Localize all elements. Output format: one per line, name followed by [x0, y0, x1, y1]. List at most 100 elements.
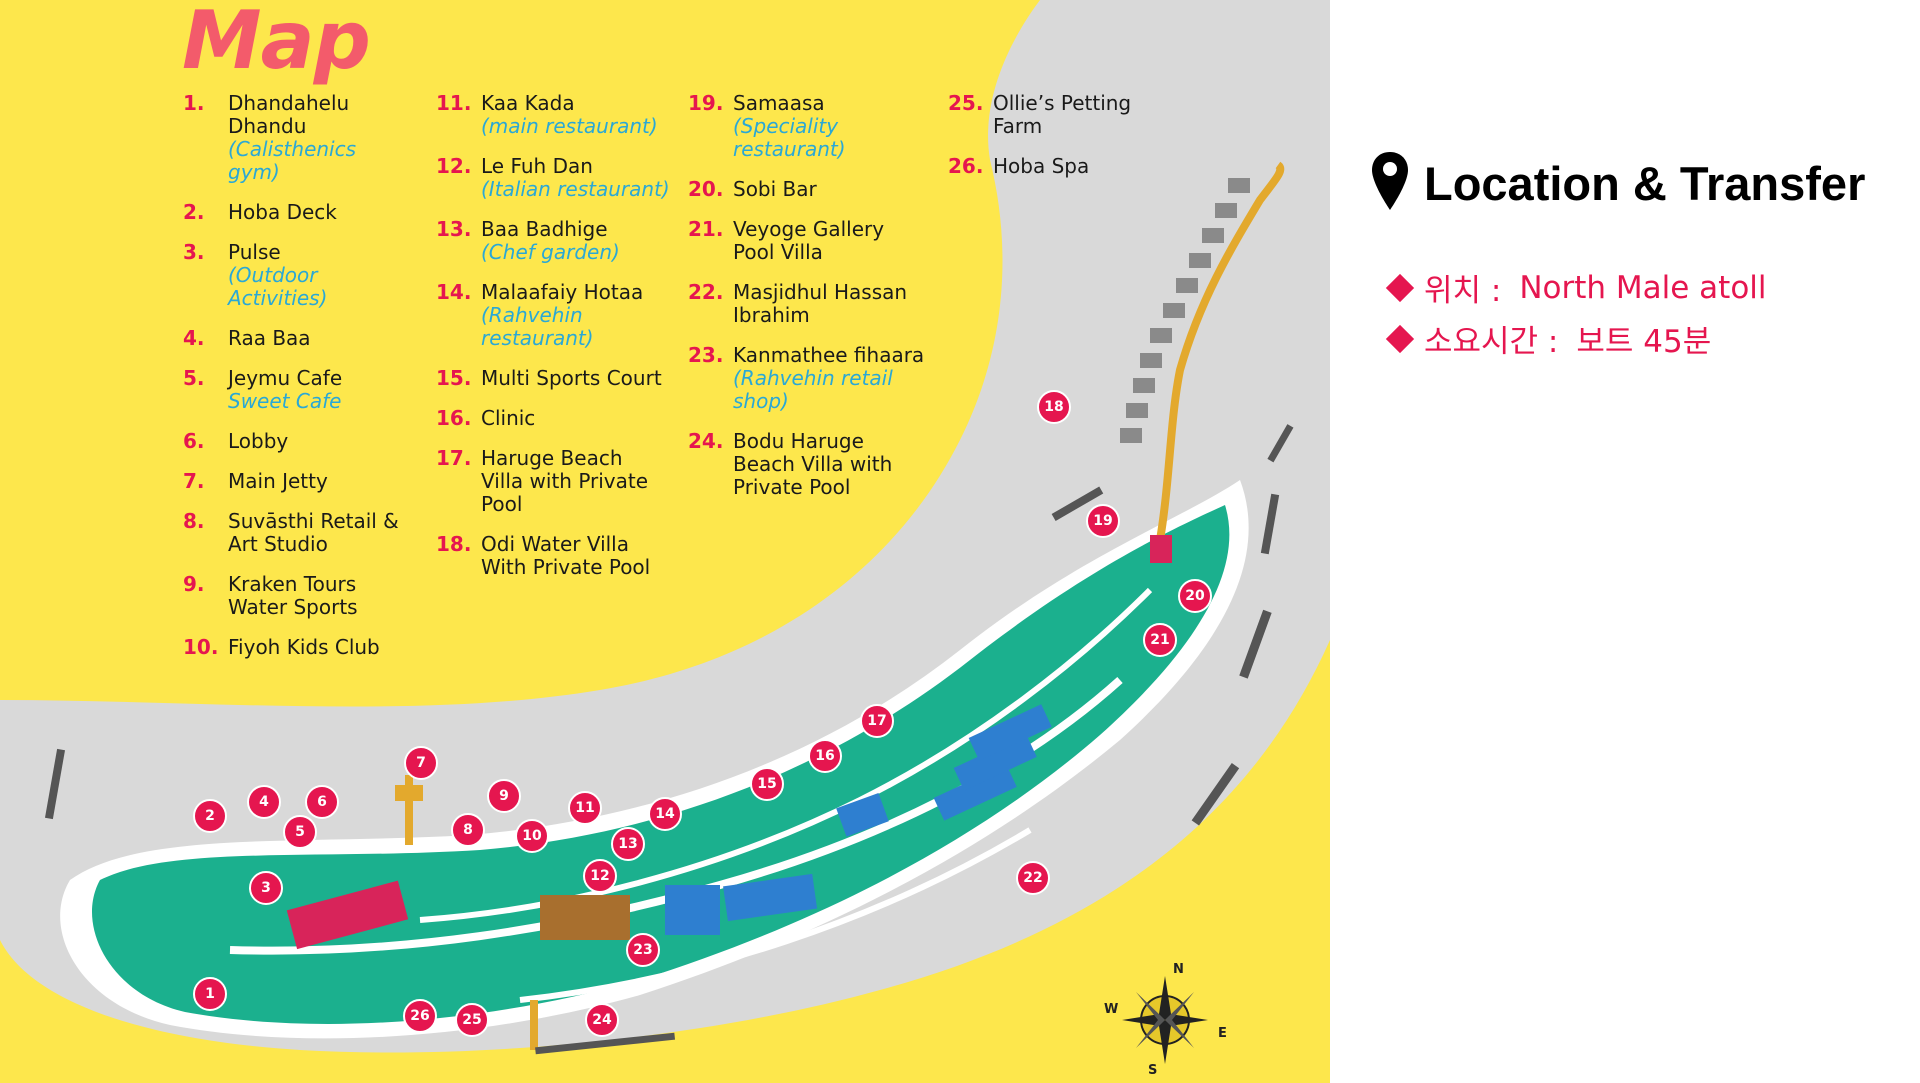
map-marker[interactable]: 24: [585, 1003, 619, 1037]
map-pin-icon: [1370, 150, 1410, 216]
legend-number: 2.: [183, 200, 205, 224]
legend-item: 24.Bodu Haruge Beach Villa with Private …: [688, 430, 928, 499]
legend-label: Kraken Tours Water Sports: [228, 573, 413, 619]
legend-name: Kraken Tours Water Sports: [228, 572, 358, 619]
legend-name: Bodu Haruge Beach Villa with Private Poo…: [733, 429, 893, 499]
map-marker[interactable]: 23: [626, 933, 660, 967]
duration-value: 보트 45분: [1576, 324, 1712, 360]
legend-number: 13.: [436, 217, 472, 241]
map-marker[interactable]: 17: [860, 704, 894, 738]
map-marker[interactable]: 4: [247, 785, 281, 819]
legend-name: Haruge Beach Villa with Private Pool: [481, 446, 649, 516]
legend-item: 12. Le Fuh Dan(Italian restaurant): [436, 155, 671, 201]
legend-name: Baa Badhige: [481, 217, 608, 241]
legend-label: Main Jetty: [228, 470, 328, 493]
legend-number: 19.: [688, 91, 724, 115]
legend-item: 13. Baa Badhige(Chef garden): [436, 218, 671, 264]
legend-name: Hoba Deck: [228, 200, 337, 224]
legend-name: Multi Sports Court: [481, 366, 662, 390]
legend-name: Main Jetty: [228, 469, 328, 493]
map-marker[interactable]: 13: [611, 827, 645, 861]
legend-number: 7.: [183, 469, 205, 493]
legend-name: Clinic: [481, 406, 536, 430]
legend-number: 23.: [688, 343, 724, 367]
legend-name: Hoba Spa: [993, 154, 1090, 178]
map-marker[interactable]: 19: [1086, 504, 1120, 538]
legend-name: Dhandahelu Dhandu: [228, 91, 350, 138]
map-marker[interactable]: 26: [403, 999, 437, 1033]
legend-label: Pulse(Outdoor Activities): [228, 241, 413, 310]
legend-label: Suvāsthi Retail & Art Studio: [228, 510, 413, 556]
legend-name: Odi Water Villa With Private Pool: [481, 532, 651, 579]
map-marker[interactable]: 14: [648, 797, 682, 831]
legend-label: Masjidhul Hassan Ibrahim: [733, 281, 928, 327]
legend-item: 26. Hoba Spa: [948, 155, 1168, 178]
legend-item: 11.Kaa Kada(main restaurant): [436, 92, 671, 138]
legend-column-4: 25. Ollie’s Petting Farm 26. Hoba Spa: [948, 92, 1168, 195]
map-marker[interactable]: 16: [808, 739, 842, 773]
map-title: Map: [182, 0, 371, 87]
map-marker[interactable]: 7: [404, 746, 438, 780]
location-value: North Male atoll: [1519, 269, 1767, 306]
map-marker[interactable]: 3: [249, 871, 283, 905]
legend-label: Sobi Bar: [733, 178, 817, 201]
compass-west-label: W: [1104, 1002, 1119, 1017]
legend-number: 26.: [948, 154, 984, 178]
legend-item: 9.Kraken Tours Water Sports: [183, 573, 413, 619]
legend-number: 5.: [183, 366, 205, 390]
duration-label: 소요시간 :: [1424, 324, 1559, 360]
map-marker[interactable]: 6: [305, 785, 339, 819]
legend-subtitle: (Calisthenics gym): [228, 137, 357, 184]
compass-east-label: E: [1218, 1026, 1227, 1041]
legend-number: 18.: [436, 532, 472, 556]
map-marker[interactable]: 20: [1178, 579, 1212, 613]
legend-name: Samaasa: [733, 91, 825, 115]
legend-label: Dhandahelu Dhandu(Calisthenics gym): [228, 92, 413, 184]
legend-label: Lobby: [228, 430, 288, 453]
map-marker[interactable]: 5: [283, 815, 317, 849]
legend-item: 25. Ollie’s Petting Farm: [948, 92, 1168, 138]
legend-item: 18. Odi Water Villa With Private Pool: [436, 533, 671, 579]
location-row: 위치 : North Male atoll: [1385, 265, 1767, 310]
compass-south-label: S: [1148, 1063, 1158, 1078]
legend-number: 16.: [436, 406, 472, 430]
legend-label: Bodu Haruge Beach Villa with Private Poo…: [733, 430, 928, 499]
legend-subtitle: (Chef garden): [481, 240, 620, 264]
map-marker[interactable]: 1: [193, 977, 227, 1011]
legend-subtitle: (Rahvehin retail shop): [733, 366, 893, 413]
map-marker[interactable]: 2: [193, 799, 227, 833]
resort-map: Map 1.Dhandahelu Dhandu(Calisthenics gym…: [0, 0, 1330, 1083]
map-marker[interactable]: 8: [451, 813, 485, 847]
legend-number: 3.: [183, 240, 205, 264]
legend-number: 12.: [436, 154, 472, 178]
legend-item: 19. Samaasa(Speciality restaurant): [688, 92, 928, 161]
legend-item: 2. Hoba Deck: [183, 201, 413, 224]
legend-label: Kaa Kada(main restaurant): [481, 92, 658, 138]
map-marker[interactable]: 21: [1143, 623, 1177, 657]
legend-number: 8.: [183, 509, 205, 533]
legend-item: 1.Dhandahelu Dhandu(Calisthenics gym): [183, 92, 413, 184]
legend-name: Suvāsthi Retail & Art Studio: [228, 509, 399, 556]
legend-column-1: 1.Dhandahelu Dhandu(Calisthenics gym) 2.…: [183, 92, 413, 676]
legend-item: 10.Fiyoh Kids Club: [183, 636, 413, 659]
map-marker[interactable]: 25: [455, 1003, 489, 1037]
legend-label: Multi Sports Court: [481, 367, 662, 390]
map-marker[interactable]: 18: [1037, 390, 1071, 424]
legend-number: 14.: [436, 280, 472, 304]
legend-label: Ollie’s Petting Farm: [993, 92, 1168, 138]
map-marker[interactable]: 12: [583, 859, 617, 893]
map-marker[interactable]: 15: [750, 767, 784, 801]
legend-subtitle: (Italian restaurant): [481, 177, 670, 201]
map-marker[interactable]: 22: [1016, 861, 1050, 895]
transfer-info-list: 위치 : North Male atoll 소요시간 : 보트 45분: [1385, 265, 1767, 367]
map-marker[interactable]: 10: [515, 819, 549, 853]
map-marker[interactable]: 11: [568, 791, 602, 825]
map-marker[interactable]: 9: [487, 779, 521, 813]
legend-number: 25.: [948, 91, 984, 115]
legend-name: Le Fuh Dan: [481, 154, 593, 178]
legend-item: 21.Veyoge Gallery Pool Villa: [688, 218, 928, 264]
legend-subtitle: (Speciality restaurant): [733, 114, 846, 161]
legend-label: Fiyoh Kids Club: [228, 636, 380, 659]
